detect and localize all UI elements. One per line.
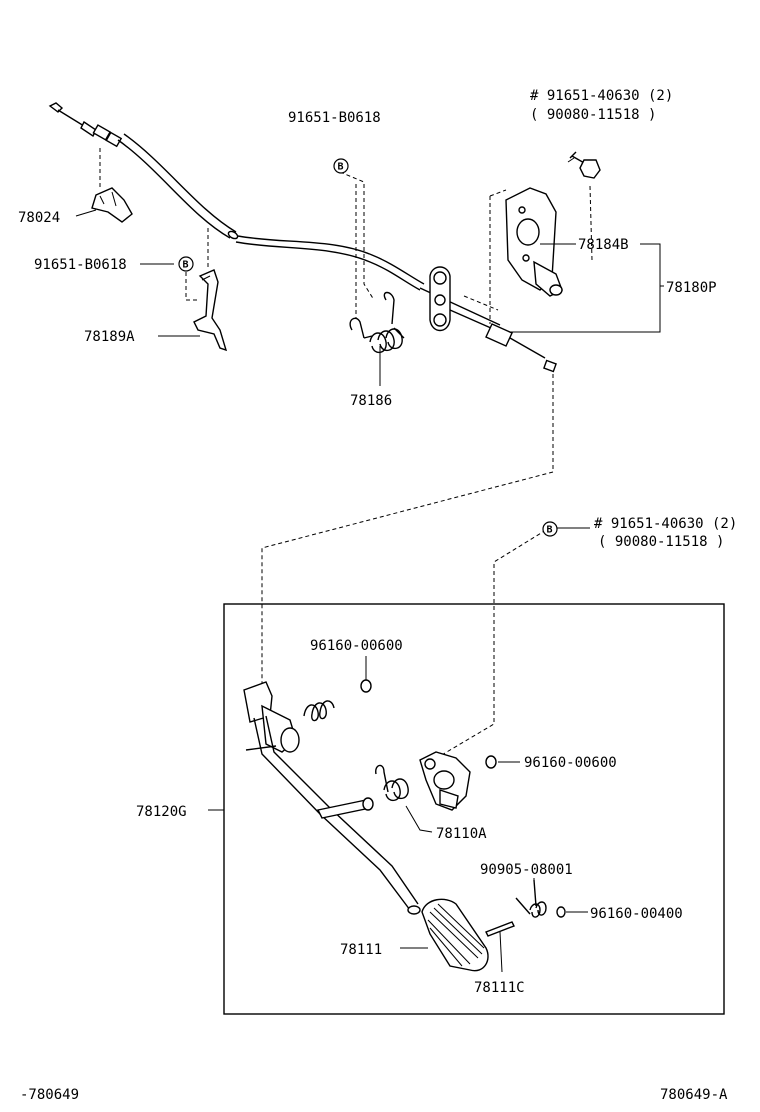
spring-78110a xyxy=(375,764,409,801)
label-96160-00600-mid: 96160-00600 xyxy=(524,755,617,771)
badge-b-left: B xyxy=(178,256,194,272)
plate-78184b xyxy=(505,187,563,297)
svg-text:B: B xyxy=(338,162,344,173)
spring-upper-pedal xyxy=(303,700,335,722)
label-91651-40630-top: # 91651-40630 (2) xyxy=(530,88,673,104)
pedal-pad-78111 xyxy=(421,898,489,972)
cable-lever xyxy=(429,266,451,332)
label-90905-08001: 90905-08001 xyxy=(480,862,573,878)
pin-78111c xyxy=(485,921,515,937)
part-labels: 78024 91651-B0618 78189A 91651-B0618 781… xyxy=(18,88,737,996)
washer-96160-00600-mid xyxy=(485,755,497,769)
label-96160-00400: 96160-00400 xyxy=(590,906,683,922)
pedal-bracket xyxy=(419,751,471,811)
label-96160-00600-top: 96160-00600 xyxy=(310,638,403,654)
svg-text:B: B xyxy=(547,525,553,536)
spring-78186 xyxy=(349,291,405,353)
label-78184b: 78184B xyxy=(578,237,629,253)
label-90080-11518-mid: ( 90080-11518 ) xyxy=(598,534,724,550)
bolt-90080-top xyxy=(569,151,601,179)
label-90080-11518-top: ( 90080-11518 ) xyxy=(530,107,656,123)
upper-leaders xyxy=(75,157,664,386)
label-91651-b0618-top: 91651-B0618 xyxy=(288,110,381,126)
footer-right-code: 780649-A xyxy=(660,1087,728,1103)
label-78111: 78111 xyxy=(340,942,382,958)
badge-b-top: B xyxy=(333,158,349,174)
bolt-mid-dashed-line xyxy=(439,529,547,757)
label-78186: 78186 xyxy=(350,393,392,409)
accelerator-cable xyxy=(48,102,557,373)
washer-96160-00600-top xyxy=(360,679,372,693)
svg-text:B: B xyxy=(183,260,189,271)
label-91651-b0618-left: 91651-B0618 xyxy=(34,257,127,273)
cable-to-pedal-dashed-line xyxy=(261,374,554,684)
label-78180p: 78180P xyxy=(666,280,717,296)
pedal-assembly-box xyxy=(223,603,725,1015)
bracket-78189a xyxy=(193,269,228,352)
spring-90905-08001 xyxy=(515,879,547,918)
label-78024: 78024 xyxy=(18,210,60,226)
label-78189a: 78189A xyxy=(84,329,135,345)
label-78111c: 78111C xyxy=(474,980,525,996)
clip-78024 xyxy=(91,187,133,223)
upper-dashed-leaders xyxy=(99,148,593,324)
lower-leaders xyxy=(208,656,588,973)
footer-left-code: -780649 xyxy=(20,1087,79,1103)
label-78120g: 78120G xyxy=(136,804,187,820)
badge-b-mid: B xyxy=(542,521,558,537)
pivot-shaft xyxy=(316,797,374,819)
label-91651-40630-mid: # 91651-40630 (2) xyxy=(594,516,737,532)
washer-96160-00400 xyxy=(556,906,566,918)
label-78110a: 78110A xyxy=(436,826,487,842)
pedal-arm-78120g xyxy=(243,681,421,915)
